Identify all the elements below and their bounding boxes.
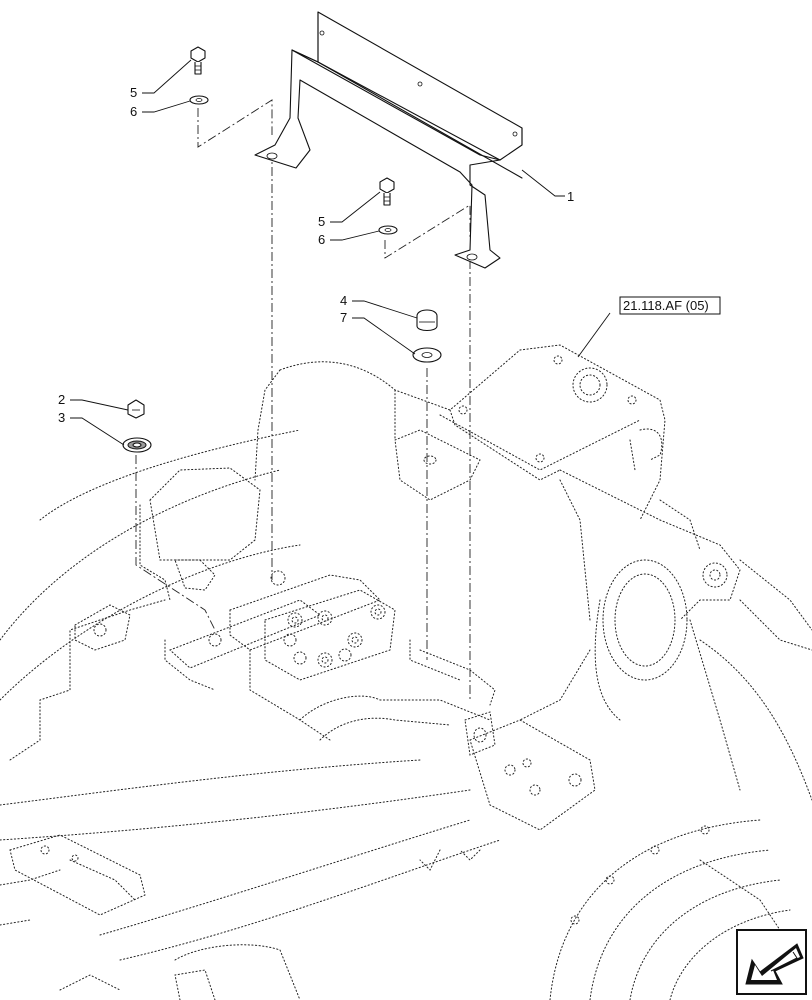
reference-link[interactable]: 21.118.AF (05) [619, 296, 721, 315]
callout-3: 3 [58, 410, 65, 425]
callout-6-upper: 6 [130, 104, 137, 119]
arrow-down-left-icon [745, 943, 804, 985]
callout-7: 7 [340, 310, 347, 325]
callout-5-lower: 5 [318, 214, 325, 229]
washer-part-7[interactable] [412, 347, 442, 363]
callout-5-upper: 5 [130, 85, 137, 100]
bracket-part-1[interactable] [254, 11, 523, 269]
callout-1: 1 [567, 189, 574, 204]
reference-label: 21.118.AF (05) [623, 298, 709, 313]
plug-part-2[interactable] [127, 399, 145, 419]
seal-washer-part-3[interactable] [122, 437, 152, 453]
callout-4: 4 [340, 293, 347, 308]
washer-part-6-upper[interactable] [189, 95, 209, 105]
navigation-button[interactable] [736, 929, 807, 995]
washer-part-6-lower[interactable] [378, 225, 398, 235]
callout-6-lower: 6 [318, 232, 325, 247]
plug-part-4[interactable] [416, 309, 438, 332]
bolt-part-5-lower[interactable] [379, 177, 395, 206]
bolt-part-5-upper[interactable] [190, 46, 206, 75]
callout-leaders [70, 59, 611, 446]
axle-housing-outline [0, 344, 812, 1000]
callout-labels: 1 5 6 5 6 4 7 2 3 [58, 85, 574, 425]
assembly-centerlines [135, 99, 471, 700]
callout-2: 2 [58, 392, 65, 407]
